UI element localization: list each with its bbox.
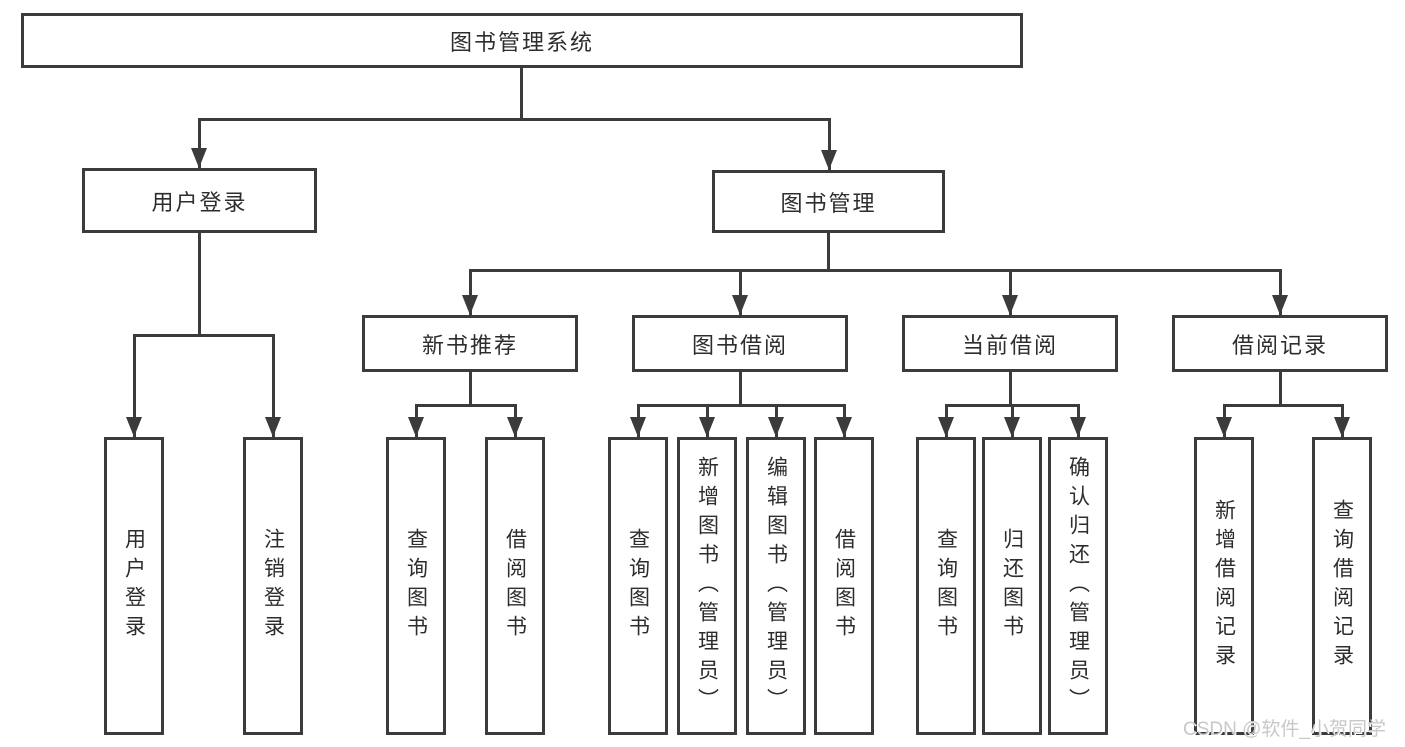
arrow-down-icon [507,417,523,437]
node-label: 查询图书 [626,528,650,644]
node-query-books-current: 查询图书 [916,437,976,735]
arrow-down-icon [938,417,954,437]
connector-current-borrowing-stem [1009,372,1012,407]
connector-book-borrowing-stem [739,372,742,407]
node-book-management: 图书管理 [712,170,945,233]
node-label: 新增图书（管理员） [695,455,719,717]
connector-to-borrow-records [1279,269,1282,315]
connector-root-rail [198,118,831,121]
node-label: 用户登录 [151,189,248,215]
node-query-books-recommend: 查询图书 [386,437,446,735]
node-label: 注销登录 [261,528,285,644]
connector-borrow-records-rail [1223,404,1343,407]
node-user-login-leaf: 用户登录 [104,437,164,735]
node-new-book-recommend: 新书推荐 [362,315,578,372]
node-borrow-records: 借阅记录 [1172,315,1388,372]
arrow-down-icon [265,417,281,437]
connector-to-book-management [828,118,831,170]
node-label: 查询借阅记录 [1330,499,1354,673]
arrow-down-icon [126,417,142,437]
node-label: 编辑图书（管理员） [764,455,788,717]
arrow-down-icon [462,295,478,315]
connector-book-management-rail [469,269,1282,272]
node-current-borrowing: 当前借阅 [902,315,1118,372]
arrow-down-icon [630,417,646,437]
node-borrow-books-recommend: 借阅图书 [485,437,545,735]
node-label: 查询图书 [934,528,958,644]
connector-user-login-stem [198,233,201,337]
connector-borrow-records-stem [1279,372,1282,407]
connector-to-book-borrowing [739,269,742,315]
node-confirm-return-admin: 确认归还（管理员） [1048,437,1108,735]
node-label: 图书借阅 [691,332,788,358]
connector-book-management-stem [827,233,830,272]
arrow-down-icon [1334,417,1350,437]
node-add-borrow-record: 新增借阅记录 [1194,437,1254,735]
node-user-login: 用户登录 [82,168,317,233]
node-logout: 注销登录 [243,437,303,735]
connector-to-user-login-leaf [133,334,136,437]
node-book-borrowing: 图书借阅 [632,315,848,372]
node-query-books-borrowing: 查询图书 [608,437,668,735]
node-label: 新增借阅记录 [1212,499,1236,673]
node-label: 用户登录 [122,528,146,644]
arrow-down-icon [768,417,784,437]
arrow-down-icon [699,417,715,437]
arrow-down-icon [408,417,424,437]
arrow-down-icon [1070,417,1086,437]
node-query-borrow-record: 查询借阅记录 [1312,437,1372,735]
node-label: 图书管理 [780,190,877,216]
arrow-down-icon [1004,417,1020,437]
node-label: 查询图书 [404,528,428,644]
arrow-down-icon [821,150,837,170]
arrow-down-icon [1216,417,1232,437]
arrow-down-icon [732,295,748,315]
connector-to-current-borrowing [1009,269,1012,315]
arrow-down-icon [836,417,852,437]
arrow-down-icon [1002,295,1018,315]
arrow-down-icon [191,148,207,168]
connector-new-book-stem [469,372,472,407]
connector-to-logout-leaf [272,334,275,437]
node-label: 图书管理系统 [449,29,594,55]
node-label: 借阅记录 [1231,332,1328,358]
node-borrow-books: 借阅图书 [814,437,874,735]
node-label: 借阅图书 [832,528,856,644]
connector-book-borrowing-rail [637,404,845,407]
node-label: 确认归还（管理员） [1066,455,1090,717]
node-edit-books-admin: 编辑图书（管理员） [746,437,806,735]
arrow-down-icon [1272,295,1288,315]
node-label: 归还图书 [1000,528,1024,644]
connector-new-book-rail [415,404,516,407]
connector-user-login-rail [133,334,275,337]
connector-to-new-book [469,269,472,315]
node-system: 图书管理系统 [21,13,1023,68]
csdn-watermark: CSDN @软件_小贺同学 [1183,719,1386,740]
connector-to-user-login [198,118,201,168]
node-label: 新书推荐 [421,332,518,358]
node-add-books-admin: 新增图书（管理员） [677,437,737,735]
node-label: 当前借阅 [961,332,1058,358]
connector-root-stem [520,68,523,121]
node-label: 借阅图书 [503,528,527,644]
node-return-books: 归还图书 [982,437,1042,735]
